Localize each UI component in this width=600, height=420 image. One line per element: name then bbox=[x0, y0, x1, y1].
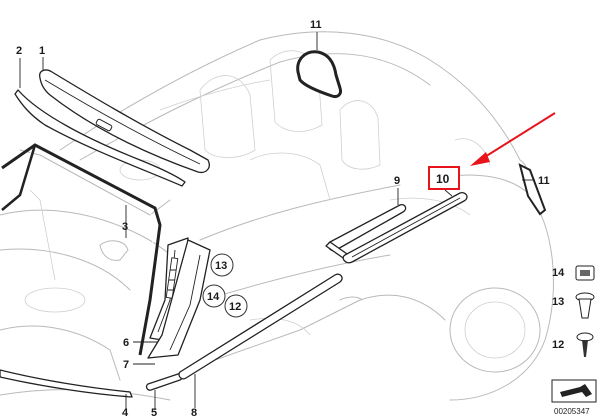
callout-12: 12 bbox=[229, 301, 241, 313]
callout-6: 6 bbox=[123, 337, 129, 349]
part-3-windshield-seal bbox=[1, 143, 162, 356]
callout-8: 8 bbox=[191, 407, 197, 419]
part-6-a-pillar-cover bbox=[149, 237, 189, 341]
direction-symbol-icon bbox=[551, 379, 597, 403]
callout-7: 7 bbox=[123, 359, 129, 371]
callout-11-top: 11 bbox=[310, 19, 322, 31]
part-11-window-seal-top bbox=[296, 50, 342, 98]
rivet-icon bbox=[575, 292, 595, 319]
legend-12-label: 12 bbox=[552, 339, 564, 351]
part-4-lower-trim-strip bbox=[0, 369, 133, 398]
leader-lines bbox=[19, 32, 535, 410]
highlight-box-10 bbox=[428, 166, 460, 190]
part-7-a-pillar-trim bbox=[147, 239, 211, 359]
red-arrow bbox=[470, 112, 556, 166]
reference-number: 00205347 bbox=[554, 407, 590, 416]
callout-2: 2 bbox=[16, 45, 22, 57]
callout-4: 4 bbox=[122, 407, 129, 419]
callout-5: 5 bbox=[151, 407, 157, 419]
part-11-window-seal-side bbox=[518, 163, 547, 216]
callout-10: 10 bbox=[436, 172, 450, 186]
callout-9: 9 bbox=[394, 175, 400, 187]
screw-icon bbox=[576, 332, 594, 357]
part-5-short-trim bbox=[145, 373, 183, 391]
clip-icon bbox=[575, 265, 595, 281]
legend-13-label: 13 bbox=[552, 296, 564, 308]
callout-3: 3 bbox=[122, 221, 128, 233]
callout-13: 13 bbox=[215, 260, 227, 272]
callout-numbers: 1 2 3 4 5 6 7 8 9 11 11 10 13 14 12 bbox=[16, 19, 550, 419]
part-1-windshield-frame-cover bbox=[39, 69, 210, 174]
callout-1: 1 bbox=[39, 45, 45, 57]
callout-14: 14 bbox=[207, 291, 220, 303]
car-body-outline bbox=[0, 31, 554, 401]
part-2-seal-strip bbox=[14, 89, 186, 187]
legend-14-label: 14 bbox=[552, 267, 565, 279]
callout-11-side: 11 bbox=[538, 175, 550, 187]
part-8-sill-strip bbox=[178, 273, 343, 380]
part-10-rear-side-trim bbox=[342, 192, 468, 264]
fastener-legend: 14 13 12 00205347 bbox=[551, 265, 597, 416]
